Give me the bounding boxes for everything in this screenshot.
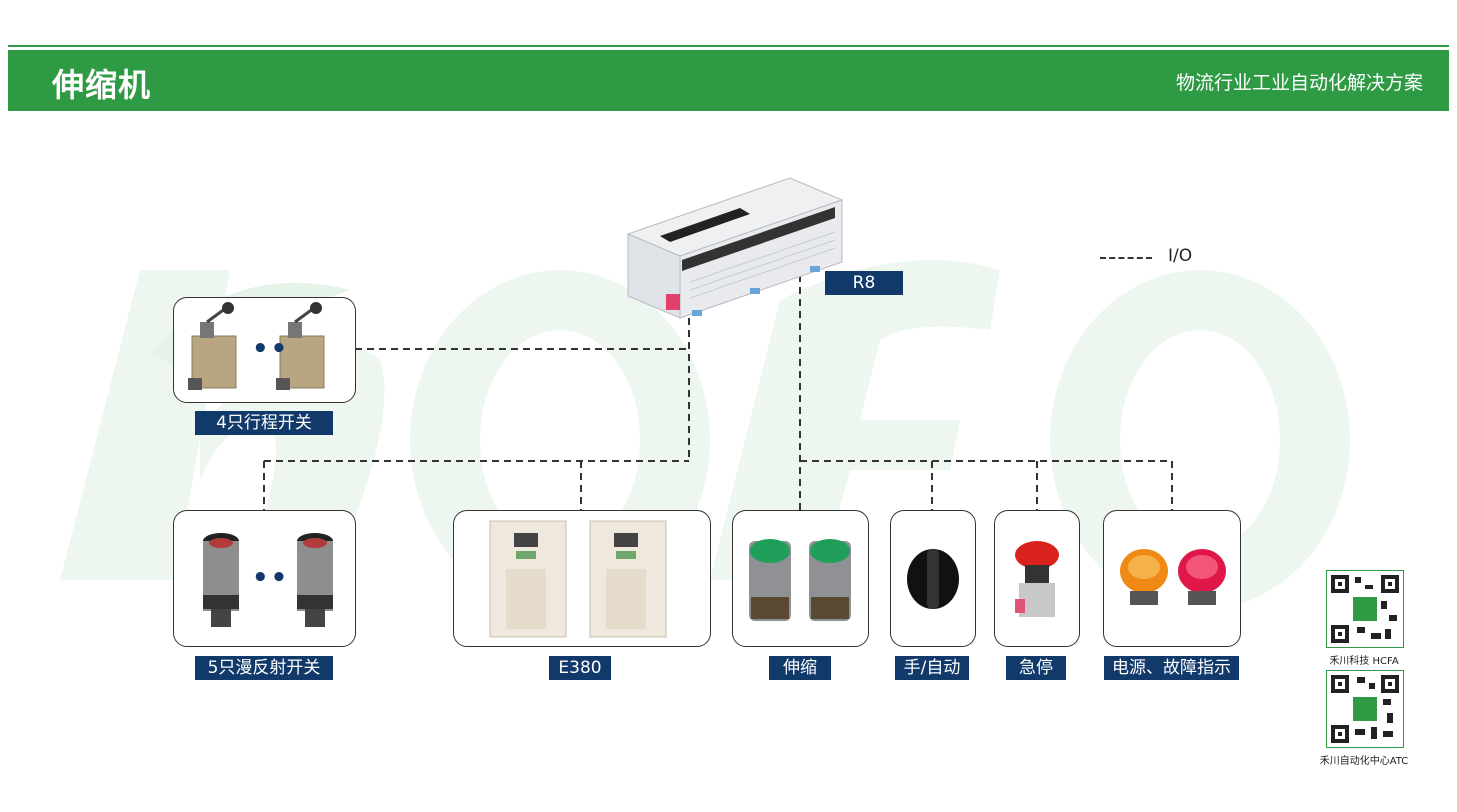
limit-switch-label: 4只行程开关 [195, 411, 333, 435]
emergency-stop-icon [1015, 541, 1059, 617]
inverter-icon [489, 520, 667, 638]
more-dots: •• [252, 563, 290, 593]
header-banner: 伸缩机 物流行业工业自动化解决方案 [8, 50, 1449, 111]
estop-label: 急停 [1006, 656, 1066, 680]
page-subtitle: 物流行业工业自动化解决方案 [1175, 72, 1423, 94]
indicator-label: 电源、故障指示 [1104, 656, 1239, 680]
qr-caption-hcfa: 禾川科技 HCFA [1329, 656, 1399, 667]
qr-code-hcfa[interactable] [1326, 570, 1404, 648]
photoelectric-sensor-icon [203, 533, 333, 627]
extend-button-box [732, 510, 869, 647]
dashed-line-sample [1100, 257, 1152, 259]
mode-selector-box [890, 510, 976, 647]
qr-code-icon [1331, 675, 1399, 743]
limit-switch-icon [188, 302, 325, 390]
inverter-box [453, 510, 711, 647]
page-title: 伸缩机 [52, 66, 152, 104]
io-legend: I/O [1100, 246, 1210, 268]
push-button-icon [749, 539, 851, 621]
qr-code-icon [1331, 575, 1399, 643]
limit-switch-box: •• [173, 297, 356, 403]
photo-switch-box: •• [173, 510, 356, 647]
qr-code-atc[interactable] [1326, 670, 1404, 748]
extend-button-label: 伸缩 [769, 656, 831, 680]
indicator-box [1103, 510, 1241, 647]
inverter-label: E380 [549, 656, 611, 680]
legend-label: I/O [1168, 246, 1193, 266]
plc-controller [626, 177, 844, 319]
qr-caption-atc: 禾川自动化中心ATC [1319, 756, 1409, 767]
estop-box [994, 510, 1080, 647]
photo-switch-label: 5只漫反射开关 [195, 656, 333, 680]
selector-switch-icon [907, 549, 959, 609]
header-top-rule [8, 45, 1449, 47]
indicator-lamp-icon [1120, 549, 1226, 605]
mode-selector-label: 手/自动 [895, 656, 969, 680]
controller-label: R8 [825, 271, 903, 295]
more-dots: •• [252, 334, 290, 364]
